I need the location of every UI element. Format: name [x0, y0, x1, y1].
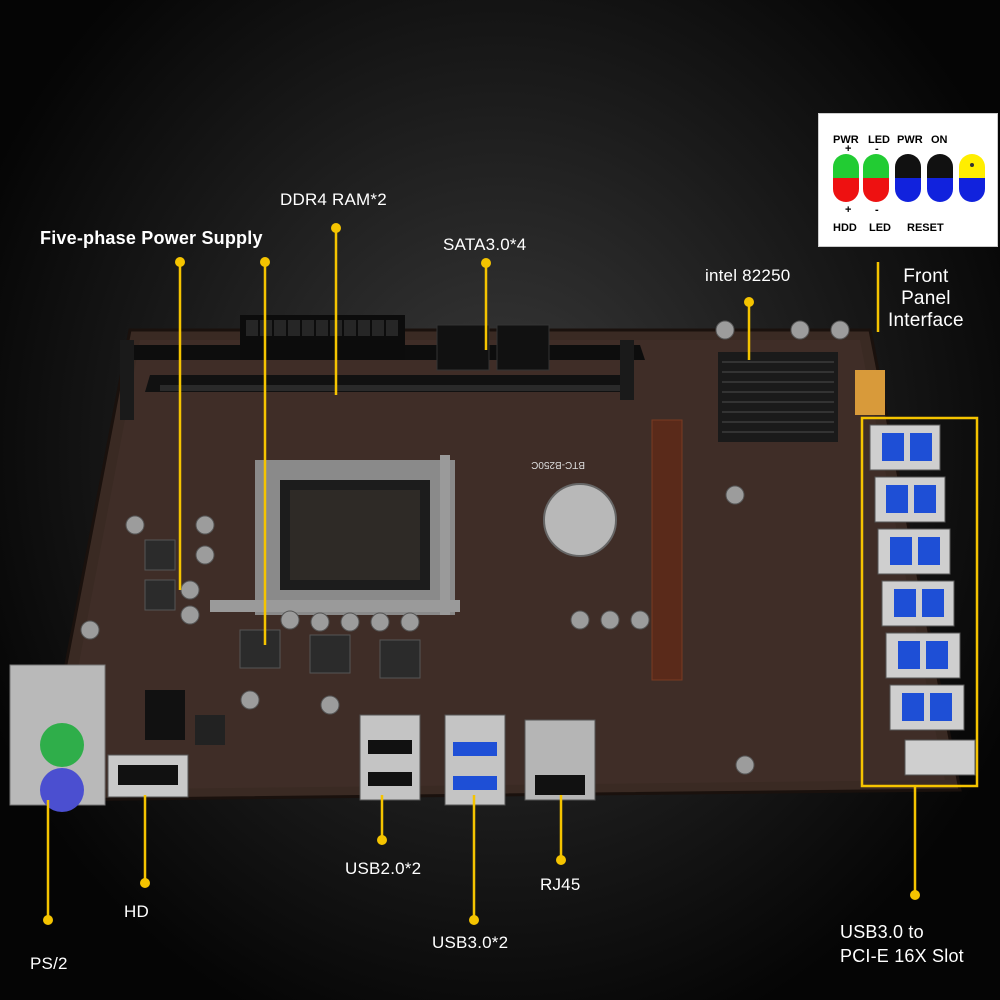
pin-key: [959, 154, 985, 202]
board-model-text: BTC-B250C: [531, 459, 585, 470]
label-ddr4: DDR4 RAM*2: [280, 190, 387, 209]
label-rj45: RJ45: [540, 875, 581, 894]
label-hd: HD: [124, 902, 149, 921]
minus-sign: -: [875, 143, 879, 155]
label-intel: intel 82250: [705, 266, 791, 285]
sata-ports: [436, 324, 550, 371]
callout-lines: [46, 228, 979, 920]
pcie-header-strip: [651, 419, 683, 681]
label-usb3: USB3.0*2: [432, 933, 509, 952]
label-ps2: PS/2: [30, 954, 68, 973]
front-panel-card: PWR LED PWR ON + - + - HDD LED RESET: [818, 113, 998, 247]
led-label-bottom: LED: [869, 222, 891, 234]
chipset-heatsink: [718, 352, 838, 442]
label-usb2: USB2.0*2: [345, 859, 422, 878]
label-usb3-slot: USB3.0 to PCI-E 16X Slot: [840, 922, 964, 966]
plus-sign-bottom: +: [845, 204, 852, 216]
cpu-socket: [210, 455, 460, 615]
label-front-panel: Front Panel Interface: [888, 266, 964, 331]
label-five-phase: Five-phase Power Supply: [40, 228, 263, 248]
pwr-label: PWR: [833, 134, 859, 146]
reset-label: RESET: [907, 222, 944, 234]
hdd-label: HDD: [833, 222, 857, 234]
pin-pwr-led-plus: [833, 154, 859, 202]
led-label: LED: [868, 134, 890, 146]
label-sata: SATA3.0*4: [443, 235, 527, 254]
rear-io: [9, 664, 596, 812]
cmos-battery: [543, 483, 617, 557]
on-label: ON: [931, 134, 948, 146]
pin-pwr-on-2: [927, 154, 953, 202]
pin-pwr-on-1: [895, 154, 921, 202]
minus-sign-bottom: -: [875, 204, 879, 216]
vrm-chokes: [144, 539, 421, 679]
pwr-on-label: PWR: [897, 134, 923, 146]
callout-dots: [43, 223, 920, 925]
plus-sign: +: [845, 143, 852, 155]
capacitors: [80, 320, 850, 775]
pin-pwr-led-minus: [863, 154, 889, 202]
front-panel-header: [855, 370, 885, 415]
atx-power-connector: [240, 315, 405, 360]
